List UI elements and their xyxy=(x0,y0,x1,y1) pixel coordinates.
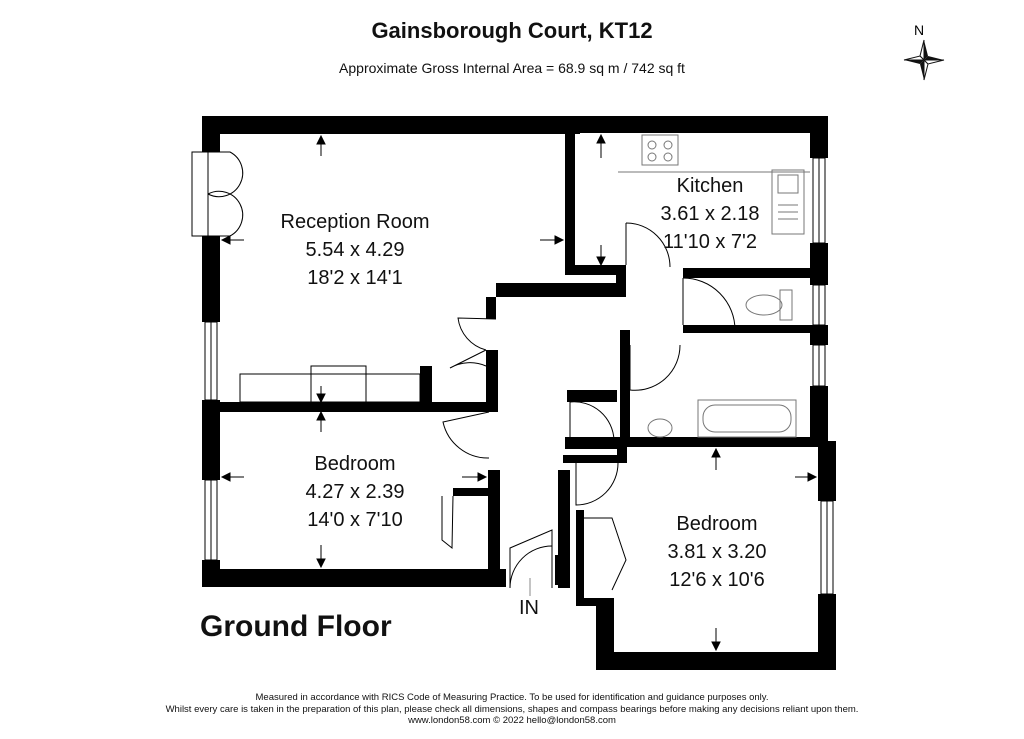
bedroom-2-metric: 3.81 x 3.20 xyxy=(667,541,767,563)
bedroom-1-metric: 4.27 x 2.39 xyxy=(305,481,405,503)
reception-room-label: Reception Room 5.54 x 4.29 18'2 x 14'1 xyxy=(240,208,470,292)
reception-room-metric: 5.54 x 4.29 xyxy=(305,239,405,261)
kitchen-label: Kitchen 3.61 x 2.18 11'10 x 7'2 xyxy=(630,172,790,256)
walls xyxy=(202,116,836,670)
footer-line-3: www.london58.com © 2022 hello@london58.c… xyxy=(408,715,616,726)
page-subtitle: Approximate Gross Internal Area = 68.9 s… xyxy=(339,60,685,76)
footer-line-2: Whilst every care is taken in the prepar… xyxy=(165,703,859,715)
kitchen-imperial: 11'10 x 7'2 xyxy=(662,231,757,253)
bedroom-1-label: Bedroom 4.27 x 2.39 14'0 x 7'10 xyxy=(270,450,440,534)
french-doors xyxy=(191,151,244,237)
bedroom-2-imperial: 12'6 x 10'6 xyxy=(669,569,765,591)
reception-room-name: Reception Room xyxy=(280,211,430,233)
toilet-icon xyxy=(779,289,793,321)
hob-icon xyxy=(641,134,679,166)
reception-room-imperial: 18'2 x 14'1 xyxy=(307,267,403,289)
basin-icon xyxy=(647,418,673,438)
kitchen-metric: 3.61 x 2.18 xyxy=(660,203,760,225)
kitchen-name: Kitchen xyxy=(676,175,744,197)
footer-line-1: Measured in accordance with RICS Code of… xyxy=(255,692,769,703)
bedroom-1-name: Bedroom xyxy=(314,453,396,475)
sink-icon xyxy=(771,169,805,235)
bedroom-2-label: Bedroom 3.81 x 3.20 12'6 x 10'6 xyxy=(632,510,802,594)
bedroom-1-imperial: 14'0 x 7'10 xyxy=(307,509,403,531)
compass-icon: N xyxy=(903,22,945,81)
footer-disclaimer: Measured in accordance with RICS Code of… xyxy=(0,692,1024,727)
dimension-arrows xyxy=(220,133,818,652)
fixtures xyxy=(618,134,810,438)
compass-north-label: N xyxy=(914,22,924,38)
bedroom-2-name: Bedroom xyxy=(676,513,758,535)
floor-label: Ground Floor xyxy=(200,610,392,643)
page-title: Gainsborough Court, KT12 xyxy=(371,18,653,43)
bath-icon xyxy=(697,399,797,438)
entrance-label: IN xyxy=(519,597,539,619)
doors xyxy=(239,222,736,591)
windows xyxy=(204,157,834,595)
